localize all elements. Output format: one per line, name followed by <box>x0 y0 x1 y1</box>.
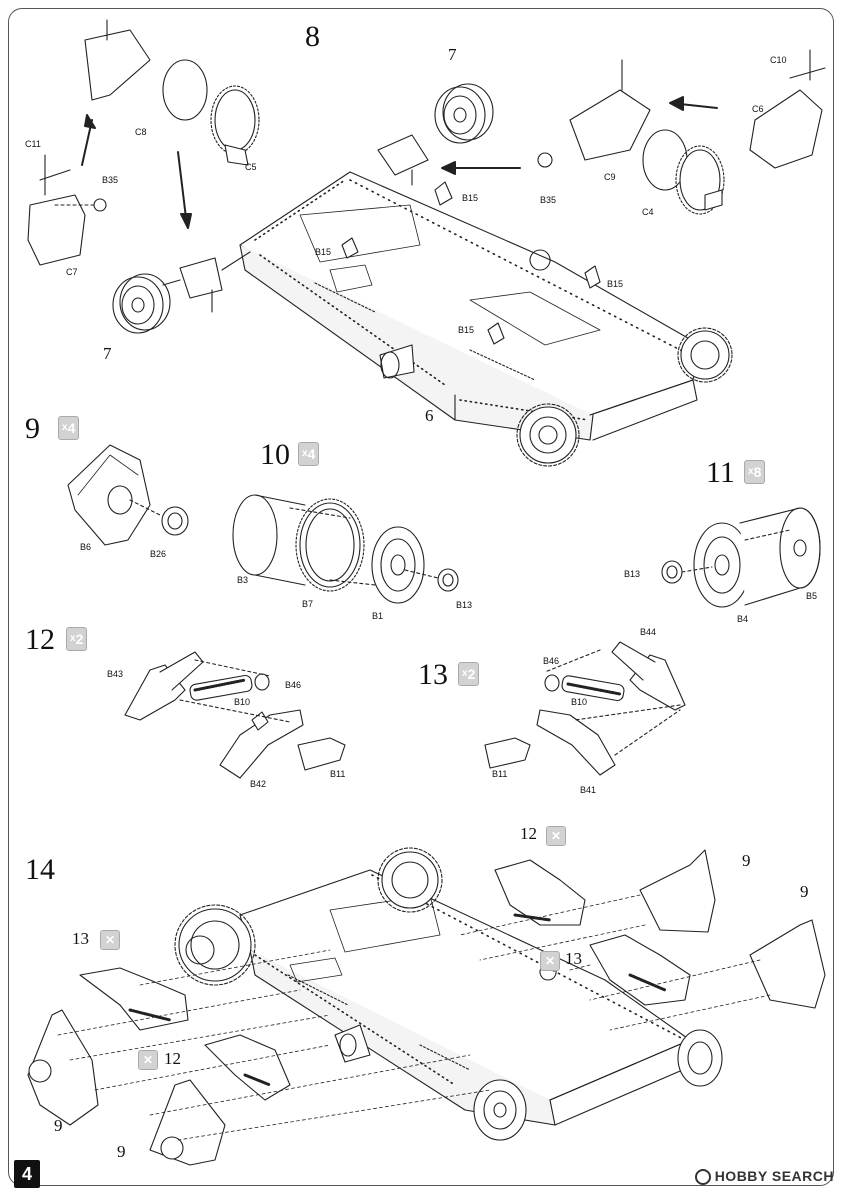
ref-9-c: 9 <box>54 1116 63 1135</box>
step13-parts <box>484 641 686 776</box>
step9-part <box>67 444 189 546</box>
ref-9-d: 9 <box>117 1142 126 1161</box>
step10-parts <box>232 494 459 604</box>
label-B15-a: B15 <box>462 193 479 203</box>
step-11-qty-badge: x8 <box>744 460 766 484</box>
step8-arrows <box>81 96 718 229</box>
label-B11-a: B11 <box>330 769 346 779</box>
label-B35: B35 <box>102 175 119 185</box>
road-wheel-left <box>112 251 251 334</box>
ref-9-b: 9 <box>800 882 809 901</box>
step-8-number: 8 <box>305 20 320 53</box>
step11-parts <box>661 507 821 608</box>
page-border <box>8 8 834 1186</box>
step-13-number: 13 <box>418 658 448 691</box>
step-10-number: 10 <box>260 438 290 471</box>
label-C7: C7 <box>66 267 78 277</box>
label-B7: B7 <box>302 599 314 609</box>
step-9-number: 9 <box>25 412 40 445</box>
label-B10-b: B10 <box>571 697 588 707</box>
step-14-number: 14 <box>25 853 55 886</box>
step-9-qty-badge: x4 <box>58 416 80 440</box>
label-B41: B41 <box>580 785 597 795</box>
mirror-icon-12-top: ✕ <box>546 826 566 846</box>
step-10-qty-badge: x4 <box>298 442 320 466</box>
hobby-search-logo-icon <box>694 1169 711 1186</box>
step12-parts <box>124 651 346 779</box>
road-wheel-top <box>377 83 494 186</box>
label-C4: C4 <box>642 207 654 217</box>
label-B1: B1 <box>372 611 384 621</box>
label-B46-a: B46 <box>285 680 302 690</box>
watermark-logo: HOBBY SEARCH <box>694 1168 834 1186</box>
ref-7-top: 7 <box>448 45 457 64</box>
label-B6: B6 <box>80 542 92 552</box>
right-cover-parts <box>537 49 826 215</box>
label-B13-a: B13 <box>456 600 473 610</box>
label-C6: C6 <box>752 104 764 114</box>
label-B13-b: B13 <box>624 569 641 579</box>
label-C9: C9 <box>604 172 616 182</box>
ref-13-right: 13 <box>565 949 582 968</box>
ref-6: 6 <box>425 406 434 425</box>
ref-12-top: 12 <box>520 824 537 843</box>
label-C11: C11 <box>25 139 41 149</box>
label-C8: C8 <box>135 127 147 137</box>
ref-13-left: 13 <box>72 929 89 948</box>
mirror-icon-12-left: ✕ <box>138 1050 158 1070</box>
label-C10: C10 <box>770 55 787 65</box>
label-B15-d: B15 <box>458 325 475 335</box>
b15-brackets <box>341 181 601 345</box>
label-B35-right: B35 <box>540 195 557 205</box>
label-B43: B43 <box>107 669 124 679</box>
hull-upper <box>239 171 733 467</box>
label-B46-b: B46 <box>543 656 560 666</box>
step-12-number: 12 <box>25 623 55 656</box>
ref-7-left: 7 <box>103 344 112 363</box>
mirror-icon-13-left: ✕ <box>100 930 120 950</box>
hull-lower <box>174 847 723 1141</box>
label-B3: B3 <box>237 575 249 585</box>
left-cover-parts <box>27 19 260 266</box>
label-B5: B5 <box>806 591 818 601</box>
label-B15-b: B15 <box>315 247 332 257</box>
step-12-qty-badge: x2 <box>66 627 88 651</box>
mirror-icon-13-right: ✕ <box>540 951 560 971</box>
step-11-number: 11 <box>706 456 735 489</box>
label-C5: C5 <box>245 162 257 172</box>
label-B11-b: B11 <box>492 769 508 779</box>
label-B10-a: B10 <box>234 697 251 707</box>
label-B26: B26 <box>150 549 167 559</box>
label-B4: B4 <box>737 614 749 624</box>
label-B42: B42 <box>250 779 267 789</box>
suspension-units-lower <box>27 849 826 1166</box>
ref-9-a: 9 <box>742 851 751 870</box>
page-number: 4 <box>14 1160 40 1188</box>
label-B15-c: B15 <box>607 279 624 289</box>
ref-12-left: 12 <box>164 1049 181 1068</box>
label-B44: B44 <box>640 627 657 637</box>
step-13-qty-badge: x2 <box>458 662 480 686</box>
